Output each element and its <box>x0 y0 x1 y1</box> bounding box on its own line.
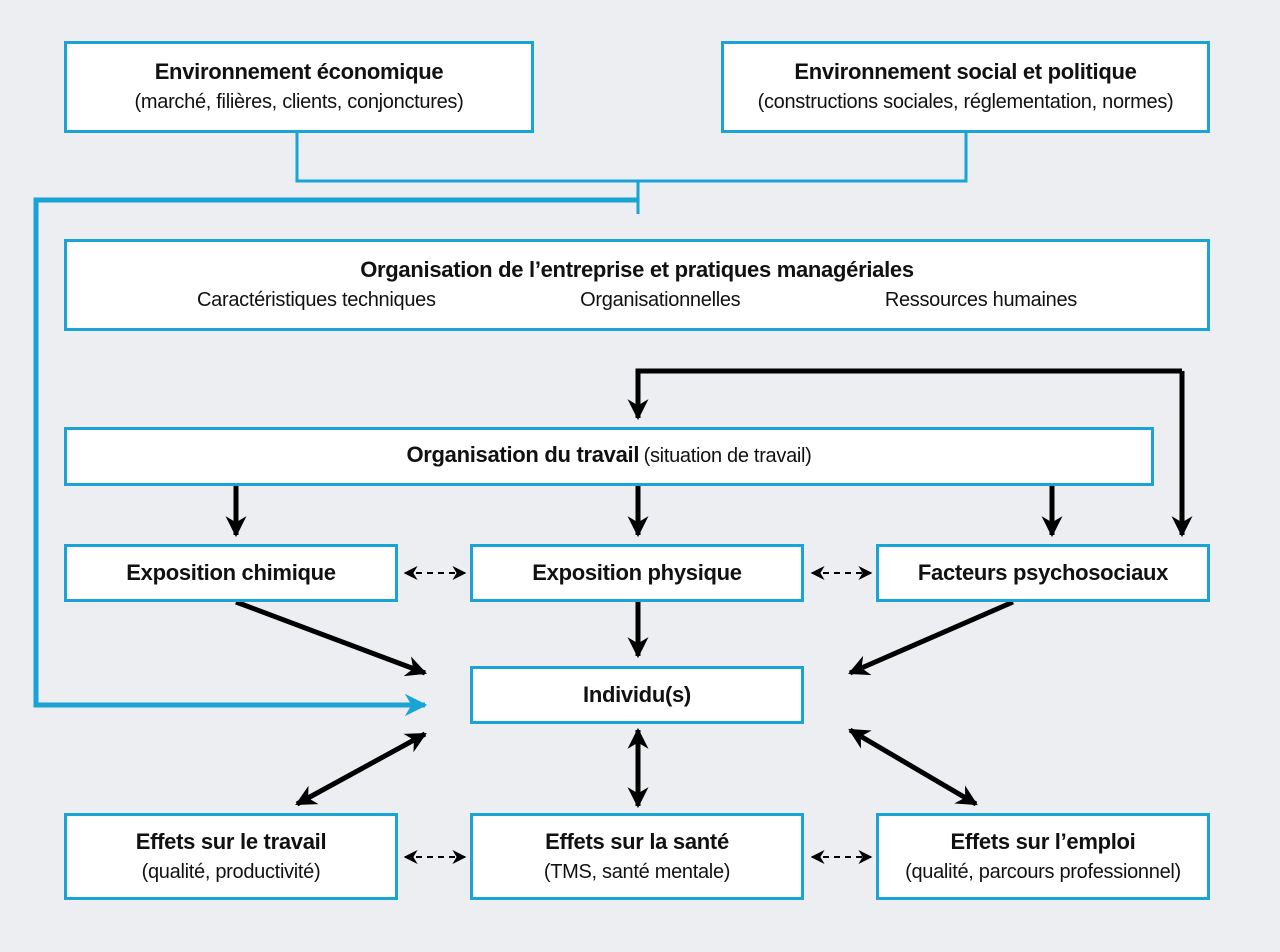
ind-eft-double-arrow <box>295 731 427 807</box>
box-subtitle: (qualité, parcours professionnel) <box>905 860 1181 883</box>
box-environnement-social-politique: Environnement social et politique (const… <box>721 41 1210 133</box>
box-effets-emploi: Effets sur l’emploi (qualité, parcours p… <box>876 813 1210 900</box>
box-effets-sante: Effets sur la santé (TMS, santé mentale) <box>470 813 804 900</box>
box-title: Effets sur le travail <box>135 828 327 854</box>
dashed-arrows <box>403 566 873 864</box>
box-exposition-physique: Exposition physique <box>470 544 804 602</box>
box-title: Individu(s) <box>583 682 691 707</box>
box-subtitle: (qualité, productivité) <box>141 860 321 883</box>
org-col-organisationnelles: Organisationnelles <box>580 289 741 311</box>
box-title: Facteurs psychosociaux <box>917 560 1169 585</box>
box-title: Effets sur la santé <box>545 828 729 854</box>
ind-efe-double-arrow <box>848 727 978 807</box>
box-title: Organisation de l’entreprise et pratique… <box>360 257 914 282</box>
psy-feedback-arrow-a <box>627 368 1182 421</box>
flow-arrows <box>225 368 1193 809</box>
box-exposition-chimique: Exposition chimique <box>64 544 398 602</box>
box-title: Exposition chimique <box>126 560 336 585</box>
box-subtitle: (TMS, santé mentale) <box>543 860 731 883</box>
box-subtitle: (marché, filières, clients, conjonctures… <box>134 91 464 113</box>
box-individus: Individu(s) <box>470 666 804 724</box>
box-title: Organisation du travail <box>406 442 640 467</box>
box-title: Environnement social et politique <box>794 59 1137 84</box>
env-to-individu-arrow <box>33 197 638 717</box>
environment-connectors <box>33 131 968 717</box>
eco-drop-line <box>295 131 638 183</box>
box-subtitle: (constructions sociales, réglementation,… <box>757 91 1174 113</box>
box-environnement-economique: Environnement économique (marché, filièr… <box>64 41 534 133</box>
org-characteristics-row: Caractéristiques techniques Organisation… <box>197 285 1077 315</box>
box-organisation-entreprise: Organisation de l’entreprise et pratique… <box>64 239 1210 331</box>
box-organisation-travail: Organisation du travail (situation de tr… <box>64 427 1154 486</box>
box-facteurs-psychosociaux: Facteurs psychosociaux <box>876 544 1210 602</box>
box-effets-travail: Effets sur le travail (qualité, producti… <box>64 813 398 900</box>
box-title-line: Organisation du travail (situation de tr… <box>406 440 811 473</box>
box-title: Exposition physique <box>532 560 742 585</box>
box-title: Environnement économique <box>154 59 444 84</box>
soc-drop-line <box>638 131 968 183</box>
box-title: Effets sur l’emploi <box>950 828 1136 854</box>
org-col-techniques: Caractéristiques techniques <box>197 289 436 311</box>
box-subtitle: (situation de travail) <box>643 445 812 467</box>
psy-to-ind-arrow <box>848 599 1014 676</box>
chim-to-ind-arrow <box>235 599 427 677</box>
org-col-ressources-humaines: Ressources humaines <box>884 289 1077 311</box>
